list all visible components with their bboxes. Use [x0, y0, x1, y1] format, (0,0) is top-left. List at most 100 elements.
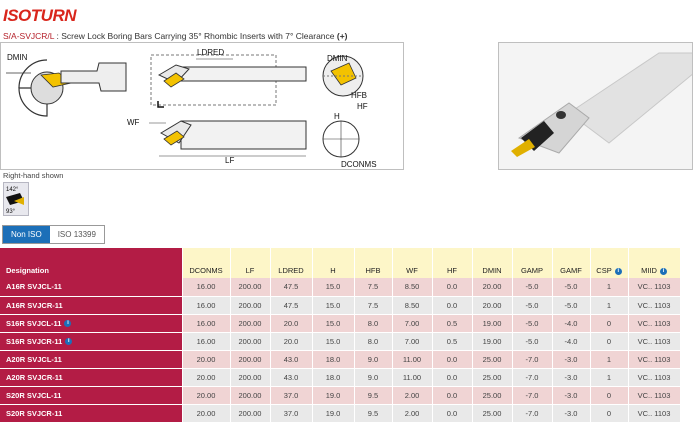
table-cell: -5.0 — [552, 296, 591, 315]
insert-angle-icon: 142° 93° — [3, 182, 29, 216]
table-cell: 7.00 — [392, 314, 433, 333]
table-cell: 0 — [590, 404, 629, 423]
table-cell: 25.00 — [472, 350, 513, 369]
product-description: : Screw Lock Boring Bars Carrying 35° Rh… — [54, 31, 337, 41]
table-cell: 0.0 — [432, 296, 473, 315]
h-label: H — [334, 112, 340, 121]
col-hfb[interactable]: HFB — [354, 248, 393, 278]
designation-text[interactable]: S16R SVJCR-11 — [6, 336, 63, 346]
table-cell: 0.5 — [432, 314, 473, 333]
table-cell: 19.00 — [472, 314, 513, 333]
table-cell: VC.. 1103 — [628, 314, 681, 333]
designation-text[interactable]: A20R SVJCR-11 — [6, 372, 63, 382]
table-cell: 0.0 — [432, 350, 473, 369]
designation-cell[interactable]: S20R SVJCR-11 — [0, 404, 183, 423]
col-h[interactable]: H — [312, 248, 355, 278]
col-designation[interactable]: Designation — [0, 248, 183, 278]
table-cell: 0.0 — [432, 386, 473, 405]
col-ldred[interactable]: LDRED — [270, 248, 313, 278]
table-cell: 16.00 — [182, 314, 231, 333]
table-cell: -3.0 — [552, 404, 591, 423]
table-cell: 200.00 — [230, 386, 271, 405]
table-header-row: Designation DCONMS LF LDRED H HFB WF HF … — [0, 248, 681, 278]
table-cell: -7.0 — [512, 404, 553, 423]
designation-cell[interactable]: A20R SVJCL-11 — [0, 350, 183, 369]
hf-label: HF — [357, 102, 368, 111]
col-hf[interactable]: HF — [432, 248, 473, 278]
designation-text[interactable]: A20R SVJCL-11 — [6, 354, 62, 364]
designation-text[interactable]: S16R SVJCL-11 — [6, 318, 62, 328]
technical-drawing: DMIN LDRED WF LF DMIN HFB HF H DCONMS — [0, 42, 404, 170]
info-icon[interactable]: i — [65, 338, 73, 346]
table-cell: 25.00 — [472, 386, 513, 405]
table-cell: 20.00 — [182, 404, 231, 423]
ldred-label: LDRED — [197, 48, 224, 57]
table-cell: 15.0 — [312, 296, 355, 315]
hfb-label: HFB — [351, 91, 367, 100]
table-cell: 37.0 — [270, 404, 313, 423]
table-cell: -5.0 — [512, 314, 553, 333]
designation-text[interactable]: A16R SVJCR-11 — [6, 300, 63, 310]
designation-text[interactable]: S20R SVJCR-11 — [6, 408, 63, 418]
col-lf[interactable]: LF — [230, 248, 271, 278]
table-cell: 1 — [590, 350, 629, 369]
table-cell: 0 — [590, 386, 629, 405]
tab-non-iso[interactable]: Non ISO — [3, 226, 50, 243]
product-subtitle: S/A-SVJCR/L : Screw Lock Boring Bars Car… — [3, 31, 347, 41]
designation-cell[interactable]: S20R SVJCL-11 — [0, 386, 183, 405]
table-cell: 0.0 — [432, 368, 473, 387]
csp-info-icon[interactable]: i — [614, 267, 622, 275]
miid-info-icon[interactable]: i — [659, 267, 667, 275]
col-dconms[interactable]: DCONMS — [182, 248, 231, 278]
table-cell: VC.. 1103 — [628, 332, 681, 351]
designation-cell[interactable]: A16R SVJCR-11 — [0, 296, 183, 315]
product-code: S/A-SVJCR/L — [3, 31, 55, 41]
table-cell: 19.0 — [312, 404, 355, 423]
table-cell: 8.0 — [354, 332, 393, 351]
table-cell: -7.0 — [512, 386, 553, 405]
table-cell: 20.0 — [270, 314, 313, 333]
designation-text[interactable]: S20R SVJCL-11 — [6, 390, 62, 400]
table-cell: 1 — [590, 278, 629, 297]
dmin-left-label: DMIN — [7, 53, 28, 62]
col-dmin[interactable]: DMIN — [472, 248, 513, 278]
designation-cell[interactable]: A16R SVJCL-11 — [0, 278, 183, 297]
table-cell: 2.00 — [392, 386, 433, 405]
table-cell: -7.0 — [512, 350, 553, 369]
table-cell: -4.0 — [552, 314, 591, 333]
table-cell: -5.0 — [552, 278, 591, 297]
col-wf[interactable]: WF — [392, 248, 433, 278]
table-cell: 25.00 — [472, 404, 513, 423]
table-cell: -7.0 — [512, 368, 553, 387]
table-cell: 18.0 — [312, 368, 355, 387]
table-cell: 20.00 — [182, 368, 231, 387]
table-cell: 0.5 — [432, 332, 473, 351]
table-cell: VC.. 1103 — [628, 404, 681, 423]
wf-label: WF — [127, 118, 140, 127]
col-gamp[interactable]: GAMP — [512, 248, 553, 278]
angle-bottom-label: 93° — [6, 209, 16, 215]
table-cell: 0 — [590, 314, 629, 333]
designation-text[interactable]: A16R SVJCL-11 — [6, 282, 62, 292]
table-cell: 15.0 — [312, 278, 355, 297]
tab-iso-13399[interactable]: ISO 13399 — [49, 226, 104, 243]
isoturn-logo: ISOTURN — [3, 6, 77, 25]
table-cell: -3.0 — [552, 368, 591, 387]
table-cell: 8.50 — [392, 296, 433, 315]
table-cell: 16.00 — [182, 296, 231, 315]
info-icon[interactable]: i — [64, 320, 72, 328]
designation-cell[interactable]: A20R SVJCR-11 — [0, 368, 183, 387]
col-gamf[interactable]: GAMF — [552, 248, 591, 278]
